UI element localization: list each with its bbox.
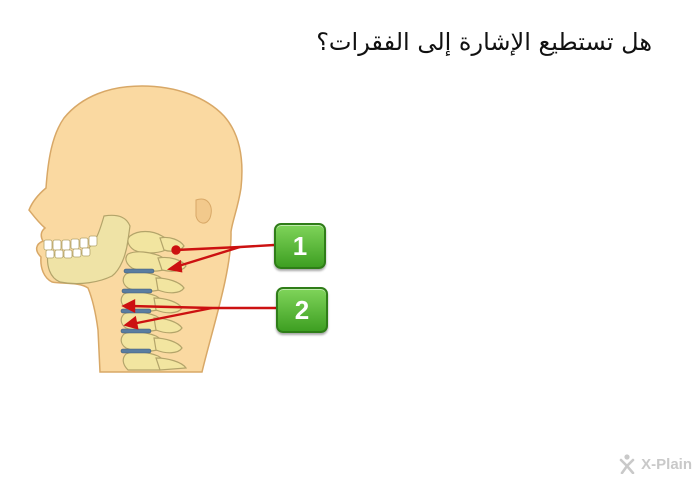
xplain-logo-icon xyxy=(619,454,635,474)
teeth xyxy=(43,235,98,259)
arrow-group-2 xyxy=(121,299,276,330)
marker-2-button[interactable]: 2 xyxy=(276,287,328,333)
marker-1-button[interactable]: 1 xyxy=(274,223,326,269)
head-silhouette xyxy=(28,85,243,373)
intervertebral-discs xyxy=(120,268,155,354)
xplain-logo: X-Plain xyxy=(618,454,692,474)
ear xyxy=(195,198,212,224)
arrow-group-1 xyxy=(166,243,275,273)
xplain-logo-text: X-Plain xyxy=(641,455,692,473)
question-text: هل تستطيع الإشارة إلى الفقرات؟ xyxy=(316,28,652,56)
